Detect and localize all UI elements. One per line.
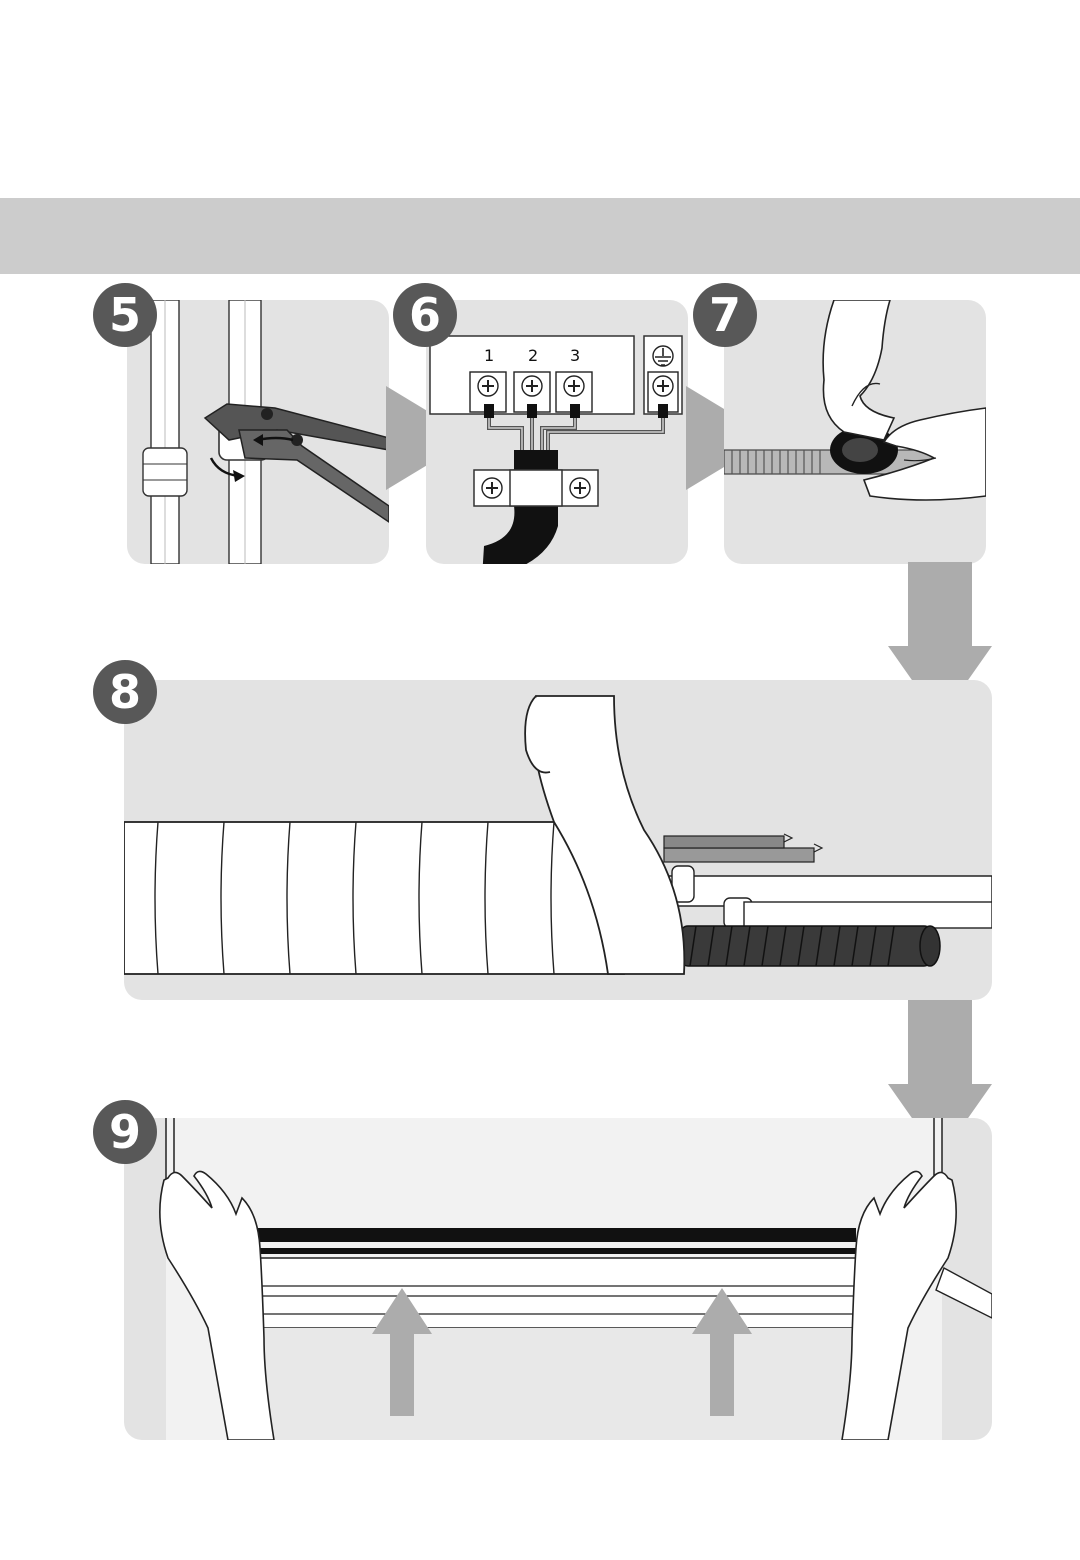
- step-6-badge: 6: [393, 283, 457, 347]
- step-9-badge: 9: [93, 1100, 157, 1164]
- step-5-badge: 5: [93, 283, 157, 347]
- wrench-pipe-icon: [127, 300, 389, 564]
- step-5-panel: [127, 300, 389, 564]
- step-7-badge: 7: [693, 283, 757, 347]
- hands-lift-unit-icon: [124, 1118, 992, 1440]
- terminal-1-label: 1: [484, 346, 494, 365]
- terminal-3-label: 3: [570, 346, 580, 365]
- step-8-panel: [124, 680, 992, 1000]
- header-band: [0, 198, 1080, 274]
- step-7-panel: [724, 300, 986, 564]
- step-6-panel: 1 2 3: [426, 300, 688, 564]
- tape-wrap-icon: [724, 300, 986, 564]
- terminal-2-label: 2: [528, 346, 538, 365]
- step-9-panel: [124, 1118, 992, 1440]
- terminal-block-icon: [426, 300, 688, 564]
- pipe-wrap-icon: [124, 680, 992, 1000]
- step-8-badge: 8: [93, 660, 157, 724]
